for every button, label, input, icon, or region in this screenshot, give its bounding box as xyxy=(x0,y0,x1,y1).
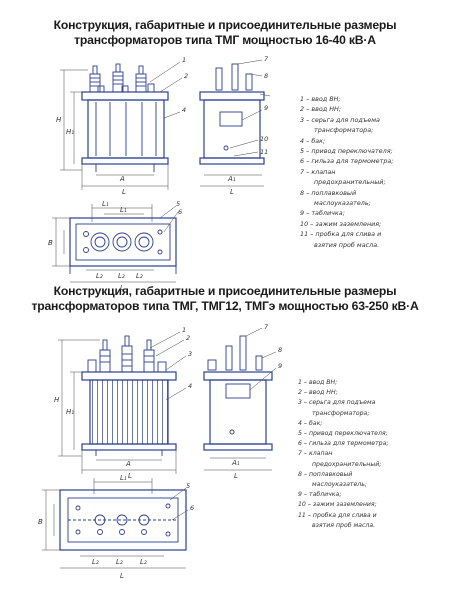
callout-2-9: 9 xyxy=(278,362,282,370)
legend-item: 2 – ввод НН; xyxy=(300,105,341,114)
dim-L2b: L₂ xyxy=(118,272,125,280)
dim-L-side: L xyxy=(230,188,234,196)
dim-B-2: B xyxy=(38,518,43,526)
legend-item: 1 – ввод ВН; xyxy=(300,95,341,103)
callout-2-1: 1 xyxy=(182,326,186,334)
dim-A: A xyxy=(119,175,125,183)
section1-title-line2: трансформаторов типа ТМГ мощностью 16-40… xyxy=(74,33,376,47)
dim-L2c-2: L₂ xyxy=(140,558,147,566)
legend-item: 4 – бак; xyxy=(298,419,323,427)
legend-item: взятия проб масла. xyxy=(312,521,376,529)
section1-title: Конструкция, габаритные и присоединитель… xyxy=(0,18,450,48)
legend-item: маслоуказатель; xyxy=(312,481,367,489)
legend-item: маслоуказатель; xyxy=(314,199,371,208)
legend-item: 9 – табличка; xyxy=(298,491,342,499)
callout-2-6: 6 xyxy=(190,504,194,512)
callout-1: 1 xyxy=(182,56,186,64)
legend-item: 1 – ввод ВН; xyxy=(298,379,338,386)
callout-9: 9 xyxy=(264,104,268,112)
callout-2: 2 xyxy=(184,72,188,80)
legend-item: трансформатора; xyxy=(312,409,370,417)
callout-4: 4 xyxy=(182,106,186,114)
legend-item: 10 – зажим заземления; xyxy=(300,219,382,228)
legend-item: 8 – поплавковый xyxy=(300,188,357,197)
dim-L2-2: L₂ xyxy=(92,558,99,566)
section2-legend: 1 – ввод ВН; 2 – ввод НН; 3 – серьга для п… xyxy=(298,378,388,531)
callout-7: 7 xyxy=(264,55,269,63)
dim-L2b-2: L₂ xyxy=(116,558,123,566)
legend-item: 7 – клапан xyxy=(300,167,336,176)
section1-legend: 1 – ввод ВН; 2 – ввод НН;3 – серьга для п… xyxy=(300,94,393,250)
callout-11: 11 xyxy=(260,148,268,156)
section2-front-view xyxy=(81,335,177,456)
dim-L-top-2: L xyxy=(120,572,124,580)
dim-L-side-2: L xyxy=(234,472,238,480)
section1-top-view xyxy=(69,217,177,274)
section2-title: Конструкция, габаритные и присоединитель… xyxy=(0,284,450,314)
section1-side-view xyxy=(199,63,265,165)
section2-title-line2: трансформаторов типа ТМГ, ТМГ12, ТМГэ мо… xyxy=(31,299,419,313)
callout-2-7: 7 xyxy=(264,323,269,331)
section1-front-dims xyxy=(60,61,183,190)
callout-2-5: 5 xyxy=(186,482,190,490)
legend-item: 6 – гильза для термометра; xyxy=(300,157,394,166)
dim-L1: L₁ xyxy=(102,200,109,208)
dim-H-2: H xyxy=(54,396,60,404)
bushing-icon xyxy=(89,63,155,93)
dim-L1b: L₁ xyxy=(120,206,127,214)
legend-item: взятия проб масла. xyxy=(314,240,380,249)
legend-item: 6 – гильза для термометра; xyxy=(298,440,389,448)
dim-H1-2: H₁ xyxy=(66,408,74,416)
legend-item: трансформатора; xyxy=(314,126,374,135)
dim-L1-2: L₁ xyxy=(120,474,127,482)
legend-item: 8 – поплавковый xyxy=(298,470,353,478)
callout-10: 10 xyxy=(260,135,268,143)
callout-2-2: 2 xyxy=(186,334,190,342)
legend-item: 11 – пробка для слива и xyxy=(300,230,382,239)
dim-L2c: L₂ xyxy=(136,272,143,280)
section1-front-view xyxy=(81,63,169,172)
dim-H: H xyxy=(56,116,62,124)
callout-6: 6 xyxy=(178,208,182,216)
legend-item: 3 – серьга для подъема xyxy=(298,399,376,407)
dim-H1: H₁ xyxy=(66,128,74,136)
legend-item: 11 – пробка для слива и xyxy=(298,511,377,519)
section2-title-line1: Конструкция, габаритные и присоединитель… xyxy=(53,284,397,298)
legend-item: 4 – бак; xyxy=(300,136,326,145)
legend-item: 10 – зажим заземления; xyxy=(298,501,377,509)
legend-item: предохранительный; xyxy=(312,460,382,468)
callout-2-8: 8 xyxy=(278,346,282,354)
section1-title-line1: Конструкция, габаритные и присоединитель… xyxy=(53,18,397,32)
legend-item: 2 – ввод НН; xyxy=(298,389,338,397)
legend-item: 7 – клапан xyxy=(298,450,333,458)
dim-L-2: L xyxy=(128,472,132,480)
legend-item: 5 – привод переключателя; xyxy=(300,147,393,156)
section2-side-view xyxy=(203,335,273,451)
legend-item: 9 – табличка; xyxy=(300,209,345,218)
callout-2-4: 4 xyxy=(188,382,192,390)
dim-B: B xyxy=(48,239,53,247)
callout-2-3: 3 xyxy=(188,350,192,358)
dim-L2: L₂ xyxy=(96,272,103,280)
dim-A1-2: A₁ xyxy=(231,459,240,467)
section2-top-view xyxy=(59,489,187,551)
callout-8: 8 xyxy=(264,72,268,80)
legend-item: 5 – привод переключателя; xyxy=(298,430,388,438)
dim-A-2: A xyxy=(125,460,131,468)
dim-A1: A₁ xyxy=(227,175,236,183)
legend-item: предохранительный; xyxy=(314,178,386,187)
callout-5: 5 xyxy=(176,200,180,208)
dim-L-top: L xyxy=(120,284,124,292)
dim-L: L xyxy=(122,188,126,196)
legend-item: 3 – серьга для подъема xyxy=(300,115,380,124)
